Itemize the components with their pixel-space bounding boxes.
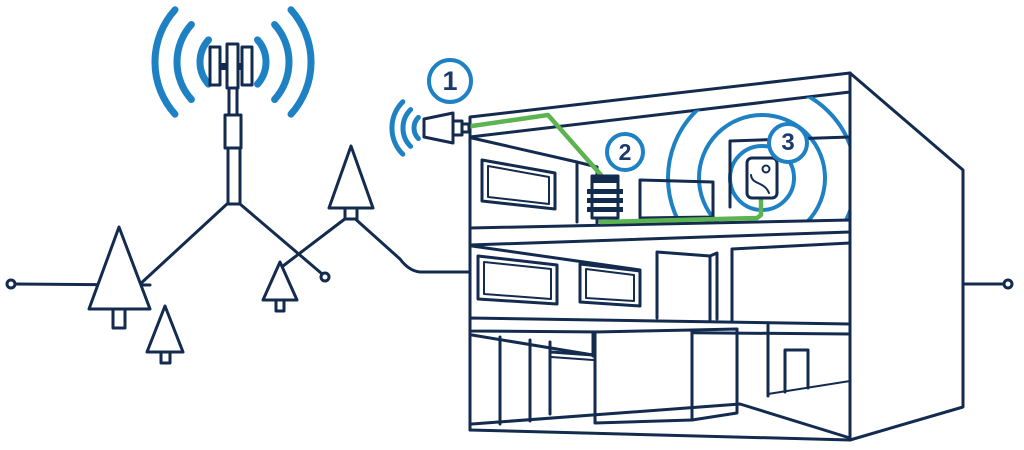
- building-right-wall: [848, 71, 965, 442]
- building-bottom-edge: [468, 428, 852, 442]
- tower-signal-waves: [151, 6, 315, 118]
- signal-booster-unit: [587, 174, 623, 220]
- tower-panel-left: [208, 45, 222, 87]
- callout-indoor-antenna: 3: [767, 122, 809, 164]
- top-floor-slab: [468, 218, 852, 247]
- building: [468, 71, 1014, 442]
- tower-panel-right: [240, 45, 254, 87]
- interior-door: [783, 348, 810, 394]
- pine-trees: [87, 144, 375, 365]
- window-mid-left: [476, 254, 559, 306]
- tree-medium: [327, 144, 375, 210]
- cell-tower: [208, 42, 254, 206]
- callout-3-number: 3: [781, 129, 795, 156]
- outdoor-antenna: [422, 111, 471, 145]
- indoor-antenna: [745, 156, 779, 200]
- middle-floor-slab: [468, 316, 852, 336]
- callout-signal-booster: 2: [605, 132, 645, 172]
- callout-outdoor-antenna: 1: [427, 58, 473, 104]
- mountains: [136, 202, 472, 288]
- callout-2-number: 2: [618, 138, 632, 165]
- callout-1-number: 1: [442, 65, 458, 96]
- window-mid-right: [578, 262, 642, 308]
- tower-panel-center: [225, 42, 240, 90]
- incoming-signal-waves: [389, 99, 421, 157]
- horizon-line-right: [961, 278, 1014, 290]
- tree-large: [87, 225, 152, 311]
- middle-floor: [468, 241, 852, 336]
- ground-floor: [470, 323, 852, 440]
- tree-small-b: [261, 260, 299, 302]
- tree-small-a: [145, 304, 185, 354]
- window-top-floor: [480, 158, 557, 211]
